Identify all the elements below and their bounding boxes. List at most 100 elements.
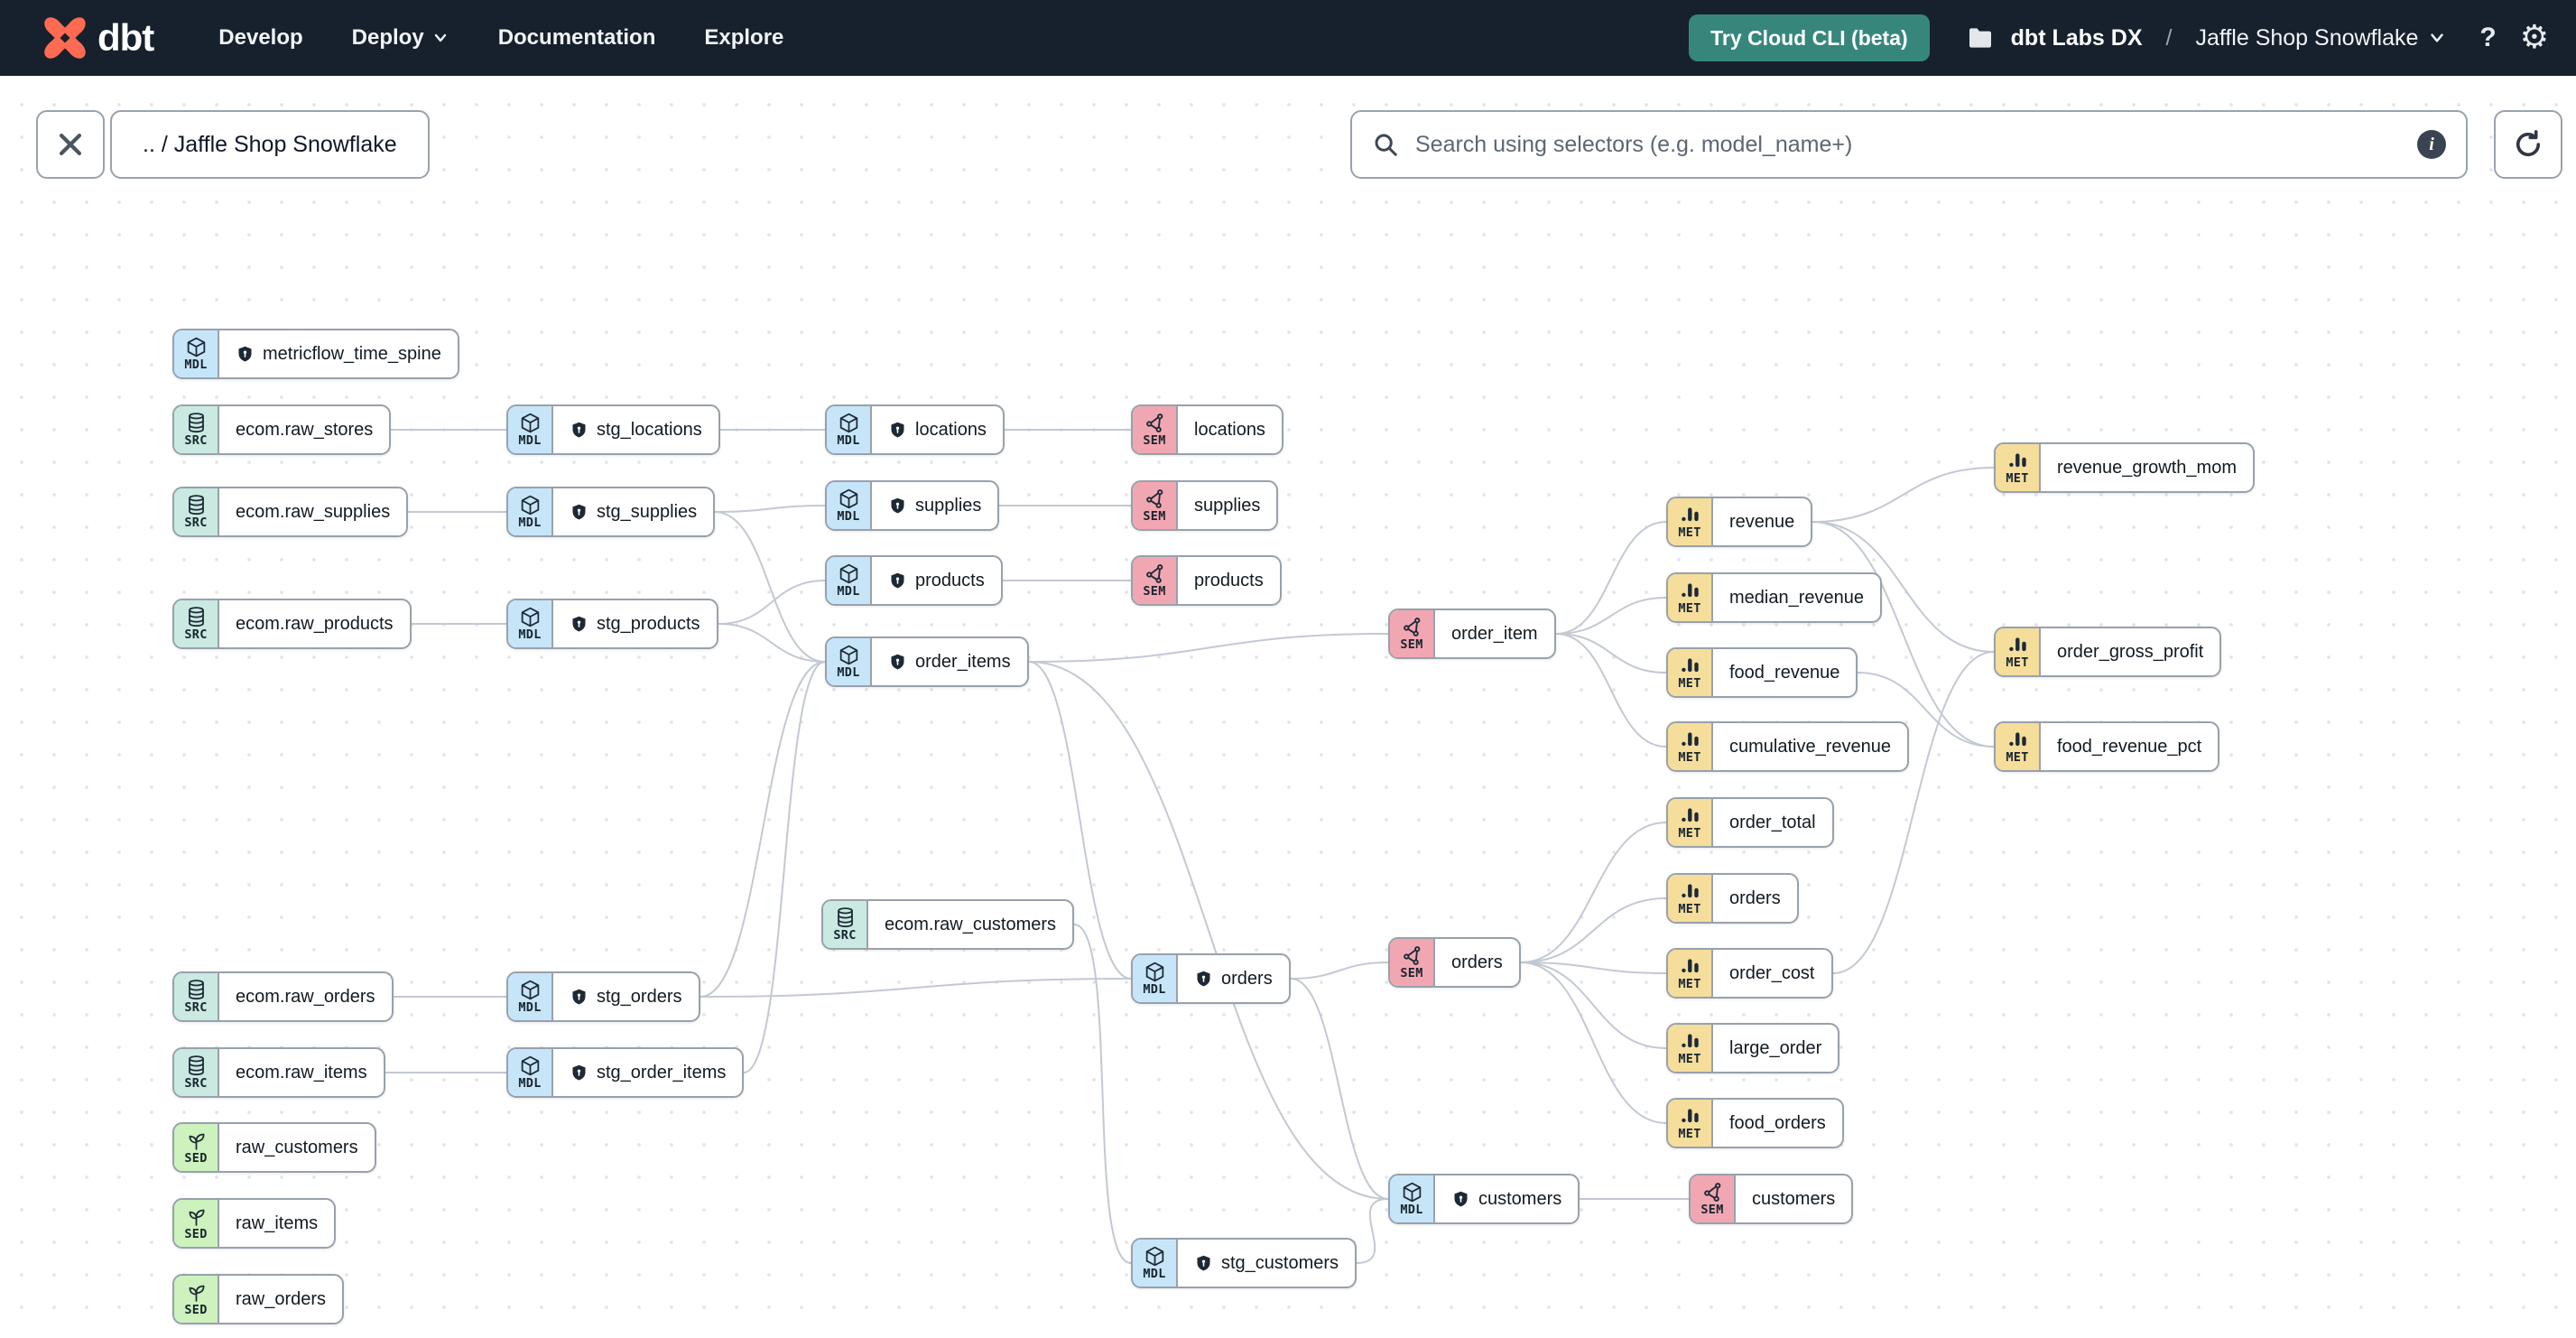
- search-input[interactable]: [1413, 130, 2403, 159]
- node-type-label: MDL: [518, 433, 542, 449]
- node-type-badge: MDL: [827, 638, 872, 685]
- project-selector[interactable]: Jaffle Shop Snowflake: [2195, 25, 2447, 51]
- node-type-badge: SEM: [1133, 557, 1178, 604]
- node-type-badge: MDL: [508, 600, 553, 647]
- graph-node-mdl_products[interactable]: MDL products: [825, 555, 1003, 606]
- edge-stg_order_items-to-order_items: [743, 661, 826, 1073]
- settings-gear-icon[interactable]: ⚙: [2519, 19, 2549, 56]
- node-type-badge: SRC: [174, 600, 219, 647]
- node-label: orders: [1729, 887, 1781, 908]
- navbar-right: Try Cloud CLI (beta) dbt Labs DX / Jaffl…: [1689, 14, 2549, 61]
- lineage-breadcrumb[interactable]: .. / Jaffle Shop Snowflake: [110, 110, 430, 179]
- nav-explore[interactable]: Explore: [704, 25, 784, 50]
- account-name[interactable]: dbt Labs DX: [2010, 24, 2143, 51]
- close-lineage-button[interactable]: [36, 110, 105, 179]
- shield-icon: [570, 1064, 588, 1082]
- node-type-label: MDL: [184, 358, 208, 373]
- edge-sem_orders-to-met_food_orders: [1520, 962, 1667, 1124]
- graph-node-stg_locations[interactable]: MDL stg_locations: [506, 404, 720, 455]
- edge-mdl_orders-to-mdl_customers: [1290, 978, 1389, 1200]
- graph-node-sem_products[interactable]: SEM products: [1131, 555, 1282, 606]
- shield-icon: [888, 653, 907, 672]
- node-label: revenue_growth_mom: [2057, 457, 2237, 478]
- node-label: products: [915, 570, 985, 590]
- node-type-badge: MET: [1668, 649, 1713, 696]
- node-type-label: SEM: [1700, 1203, 1724, 1218]
- database-icon: [185, 412, 208, 434]
- selector-search: i: [1350, 110, 2468, 179]
- node-body: supplies: [1178, 482, 1276, 529]
- edge-met_food_revenue-to-met_food_revenue_pct: [1857, 672, 1995, 748]
- node-body: order_cost: [1713, 950, 1831, 997]
- database-icon: [834, 906, 857, 929]
- node-type-badge: SRC: [174, 973, 219, 1020]
- edge-sem_orders-to-met_order_cost: [1520, 962, 1667, 974]
- nav-documentation[interactable]: Documentation: [497, 25, 656, 50]
- node-label: orders: [1221, 968, 1273, 989]
- node-body: cumulative_revenue: [1713, 723, 1907, 770]
- node-type-label: MDL: [1400, 1203, 1423, 1218]
- project-name: Jaffle Shop Snowflake: [2195, 24, 2419, 51]
- node-body: locations: [872, 406, 1003, 453]
- refresh-button[interactable]: [2494, 110, 2562, 179]
- node-body: raw_orders: [219, 1276, 342, 1323]
- node-label: stg_locations: [597, 419, 702, 440]
- node-label: ecom.raw_stores: [236, 419, 374, 440]
- database-icon: [185, 494, 208, 516]
- nav-develop[interactable]: Develop: [218, 25, 303, 50]
- node-label: order_gross_profit: [2057, 641, 2204, 662]
- help-button[interactable]: ?: [2479, 23, 2497, 52]
- try-cloud-cli-button[interactable]: Try Cloud CLI (beta): [1689, 14, 1930, 61]
- info-icon[interactable]: i: [2417, 130, 2446, 159]
- database-icon: [185, 979, 208, 1001]
- node-label: locations: [915, 419, 987, 440]
- node-type-badge: SEM: [1390, 939, 1435, 986]
- node-label: products: [1194, 570, 1264, 590]
- node-type-label: SEM: [1400, 637, 1423, 653]
- node-body: order_total: [1713, 799, 1832, 846]
- node-type-badge: MDL: [827, 557, 872, 604]
- node-type-badge: SRC: [823, 901, 868, 948]
- cube-icon: [519, 412, 542, 434]
- dbt-logo[interactable]: dbt: [42, 14, 154, 61]
- nav-deploy[interactable]: Deploy: [352, 25, 449, 51]
